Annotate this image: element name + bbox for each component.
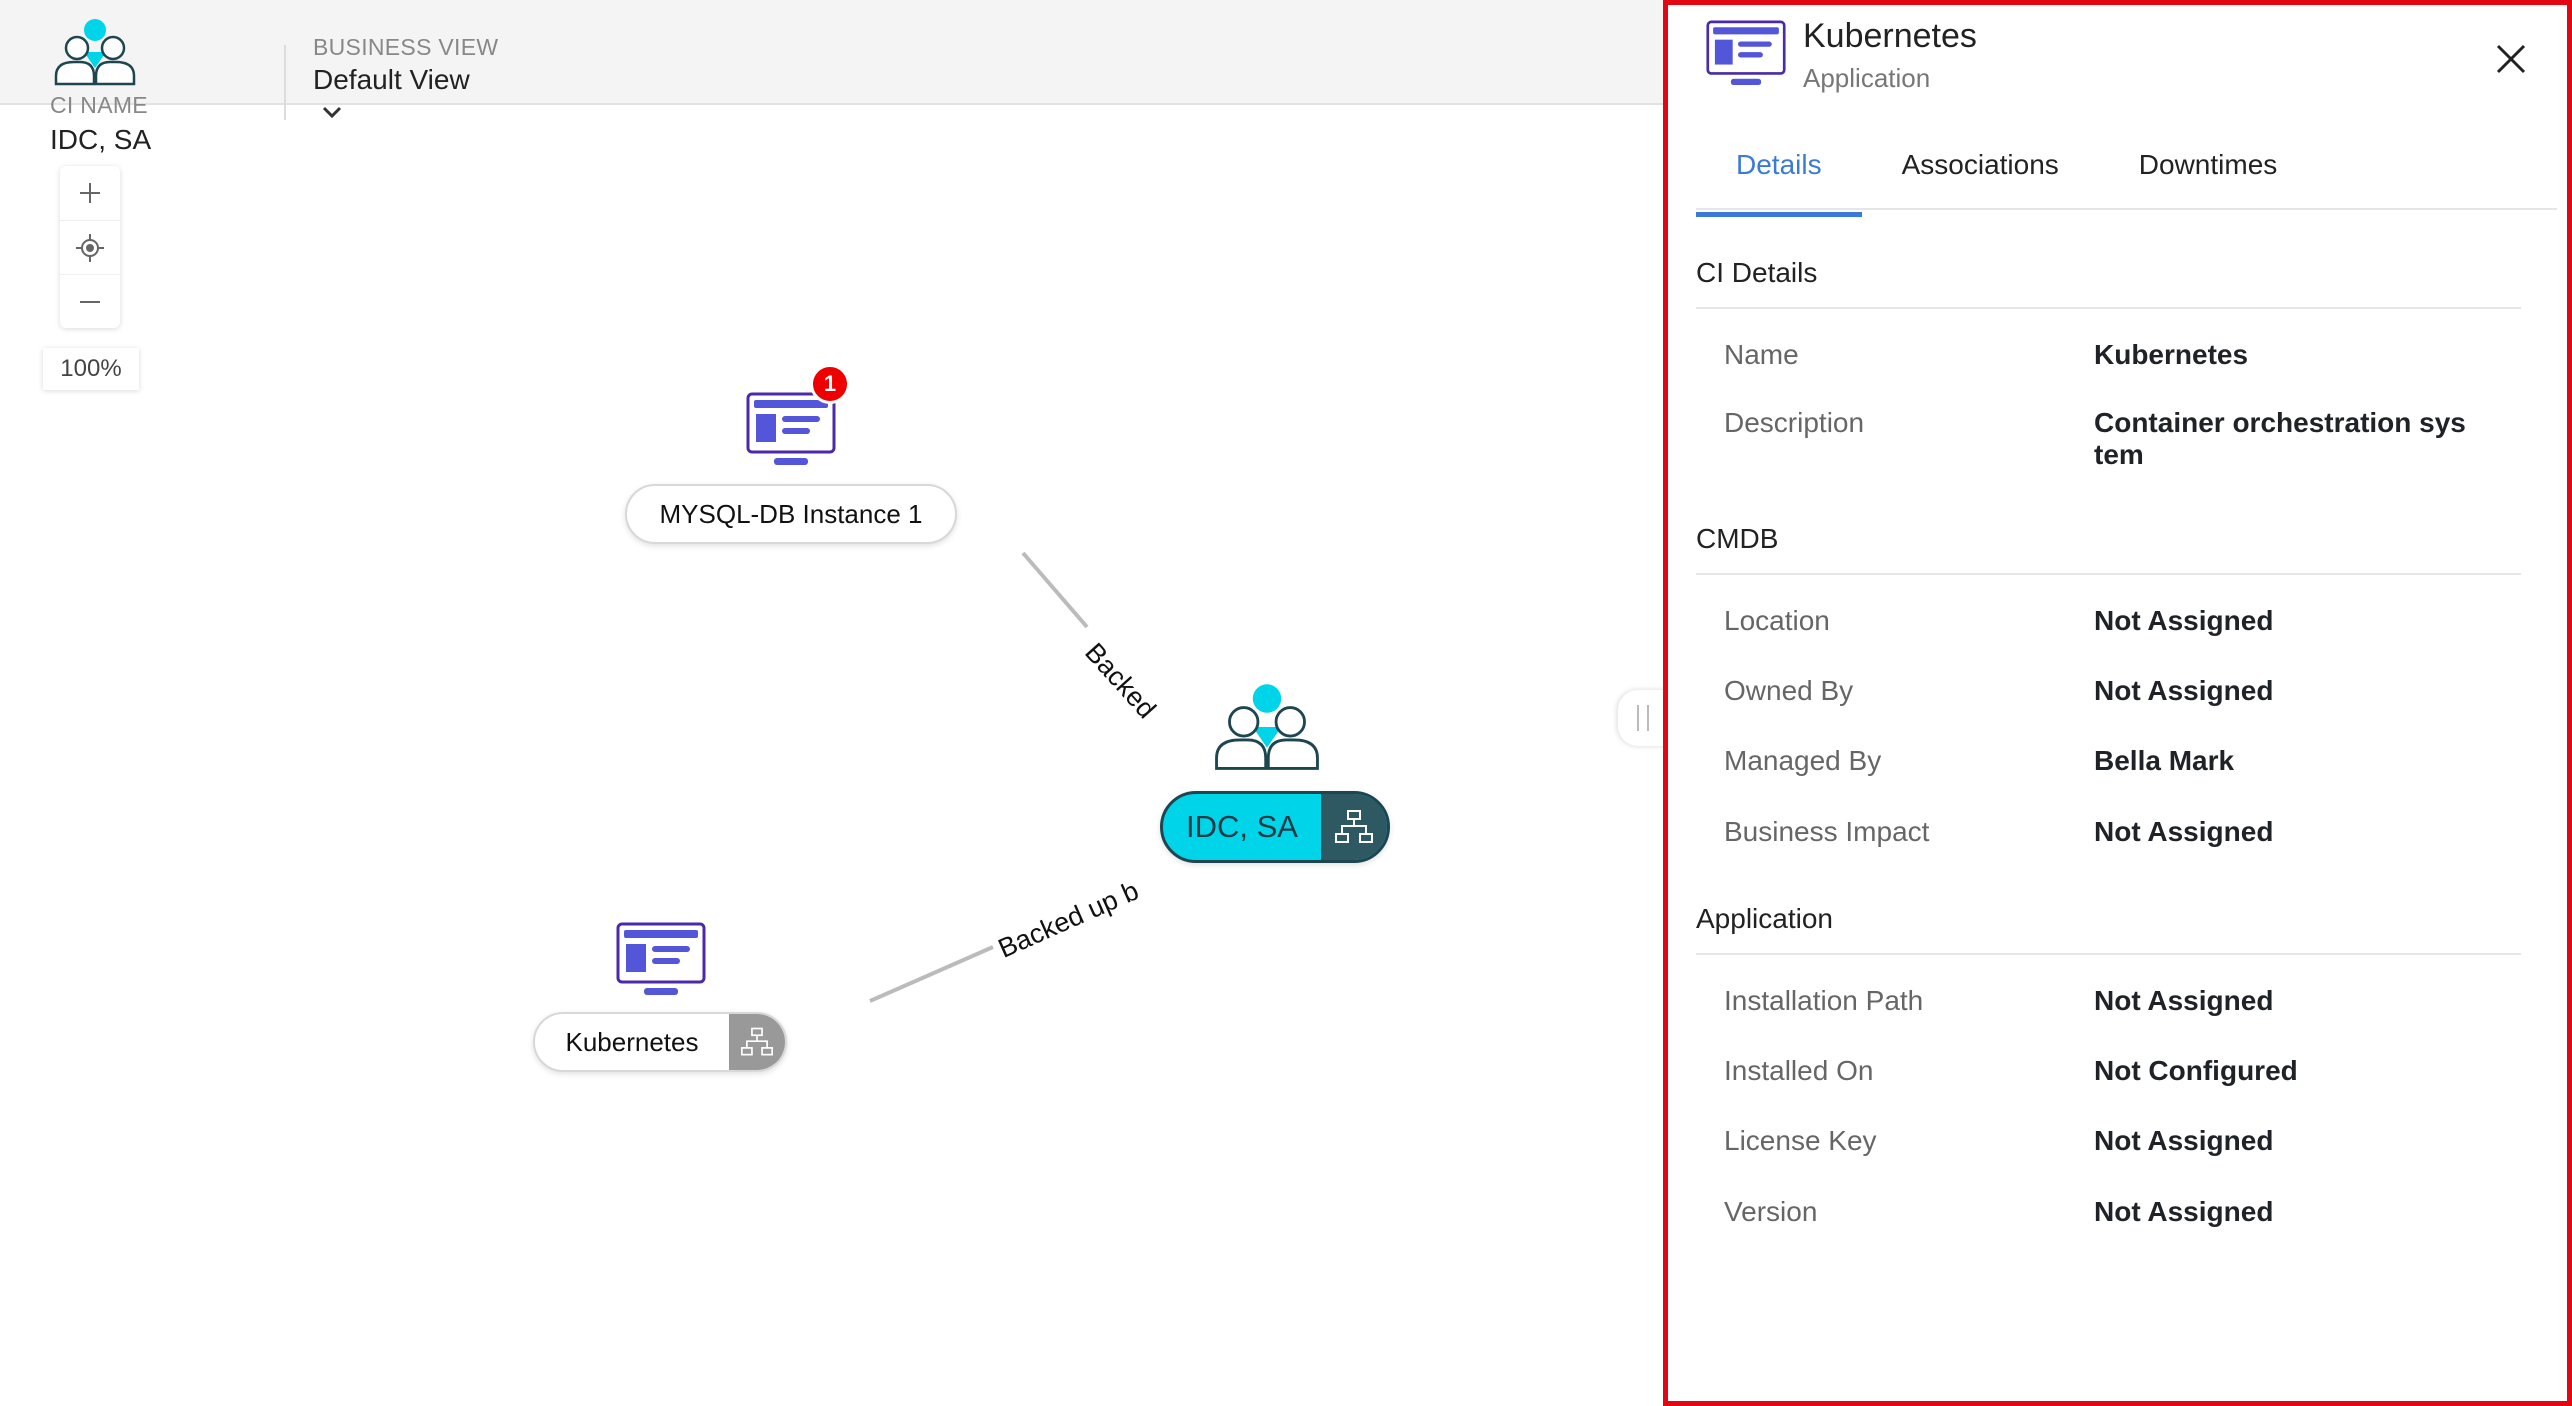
edge-label-mysql-idc: Backed up xyxy=(1079,637,1165,728)
section-cmdb: CMDB Location Not Assigned Owned By Not … xyxy=(1696,523,2521,848)
zoom-controls xyxy=(60,166,120,328)
crosshair-icon xyxy=(76,233,104,262)
detail-value: Kubernetes xyxy=(2094,339,2249,370)
node-label-pill[interactable]: MYSQL-DB Instance 1 xyxy=(625,484,957,544)
ci-name-label: CI NAME xyxy=(50,92,148,118)
detail-row-managed-by: Managed By Bella Mark xyxy=(1724,745,2521,777)
node-label: IDC, SA xyxy=(1186,809,1298,844)
business-view-label: BUSINESS VIEW xyxy=(313,34,499,60)
business-view-dropdown[interactable]: Default View xyxy=(313,64,470,95)
panel-title: Kubernetes xyxy=(1803,17,1977,55)
hierarchy-icon[interactable] xyxy=(729,1014,785,1070)
hierarchy-icon[interactable] xyxy=(1321,794,1387,860)
detail-row-description: Description Container orchestration sys … xyxy=(1724,407,2521,471)
close-icon[interactable] xyxy=(2493,41,2529,77)
section-title: Application xyxy=(1696,903,2521,955)
detail-value[interactable]: Not Configured xyxy=(2094,1055,2298,1087)
detail-key: License Key xyxy=(1724,1125,1877,1157)
node-label-pill[interactable]: Kubernetes xyxy=(533,1012,787,1072)
zoom-in-button[interactable] xyxy=(60,166,120,220)
detail-key: Name xyxy=(1724,339,1799,370)
panel-collapse-handle[interactable] xyxy=(1618,690,1668,746)
tab-downtimes[interactable]: Downtimes xyxy=(2138,149,2278,180)
detail-key: Installation Path xyxy=(1724,985,1924,1016)
detail-row-installed-on: Installed On Not Configured xyxy=(1724,1055,2521,1087)
header-bar: BUSINESS VIEW Default View xyxy=(0,0,1663,120)
business-group-icon xyxy=(1215,684,1319,770)
detail-row-owned-by: Owned By Not Assigned xyxy=(1724,675,2521,707)
detail-value: Not Assigned xyxy=(2094,815,2274,847)
detail-value: Not Assigned xyxy=(2094,1125,2274,1157)
node-label-pill-highlighted[interactable]: IDC, SA xyxy=(1160,791,1390,863)
detail-row-business-impact: Business Impact Not Assigned xyxy=(1724,816,2521,848)
node-label: MYSQL-DB Instance 1 xyxy=(659,498,923,529)
detail-key: Installed On xyxy=(1724,1055,1874,1087)
panel-tabs: Details Associations Downtimes xyxy=(1696,135,2557,217)
application-monitor-icon xyxy=(1706,20,1786,85)
edge-mysql-idc xyxy=(1021,551,1089,629)
detail-key: Business Impact xyxy=(1724,815,1930,847)
application-monitor-icon xyxy=(616,922,706,995)
edge-k8s-idc xyxy=(869,945,994,1003)
application-monitor-icon xyxy=(746,392,836,465)
detail-key: Managed By xyxy=(1724,745,1882,777)
tab-associations[interactable]: Associations xyxy=(1901,149,2059,180)
ci-name-value: IDC, SA xyxy=(50,124,152,155)
detail-value: Bella Mark xyxy=(2094,745,2235,777)
recenter-button[interactable] xyxy=(60,220,120,274)
header-divider xyxy=(284,45,286,120)
detail-row-installation-path: Installation Path Not Assigned xyxy=(1724,985,2521,1017)
chevron-down-icon[interactable] xyxy=(320,103,344,121)
section-ci-details: CI Details Name Kubernetes Description C… xyxy=(1696,257,2521,472)
panel-subtitle: Application xyxy=(1803,63,1931,93)
minus-icon xyxy=(80,300,100,303)
detail-value: Not Assigned xyxy=(2094,1195,2274,1227)
alert-count-badge: 1 xyxy=(810,364,850,404)
detail-row-version: Version Not Assigned xyxy=(1724,1196,2521,1228)
zoom-out-button[interactable] xyxy=(60,274,120,328)
section-title: CMDB xyxy=(1696,523,2521,575)
detail-value: Not Assigned xyxy=(2094,985,2274,1016)
tab-details[interactable]: Details xyxy=(1696,135,1862,217)
node-label: Kubernetes xyxy=(565,1026,699,1057)
zoom-percent: 100% xyxy=(43,348,139,390)
detail-value: Not Assigned xyxy=(2094,675,2274,707)
detail-key: Location xyxy=(1724,605,1830,636)
detail-key: Version xyxy=(1724,1195,1818,1227)
detail-row-location: Location Not Assigned xyxy=(1724,605,2521,637)
section-title: CI Details xyxy=(1696,257,2521,309)
ci-icon xyxy=(50,18,160,86)
detail-value: Container orchestration sys tem xyxy=(2094,407,2466,471)
section-application: Application Installation Path Not Assign… xyxy=(1696,903,2521,1228)
graph-canvas xyxy=(869,551,1089,1003)
detail-key: Owned By xyxy=(1724,675,1854,707)
detail-value: Not Assigned xyxy=(2094,605,2274,636)
detail-key: Description xyxy=(1724,407,1865,439)
detail-row-name: Name Kubernetes xyxy=(1724,339,2521,371)
edge-label-k8s-idc: Backed up b xyxy=(993,875,1144,964)
ci-details-panel: Kubernetes Application Details Associati… xyxy=(1663,0,2572,1406)
detail-row-license-key: License Key Not Assigned xyxy=(1724,1125,2521,1157)
plus-icon xyxy=(80,183,100,203)
